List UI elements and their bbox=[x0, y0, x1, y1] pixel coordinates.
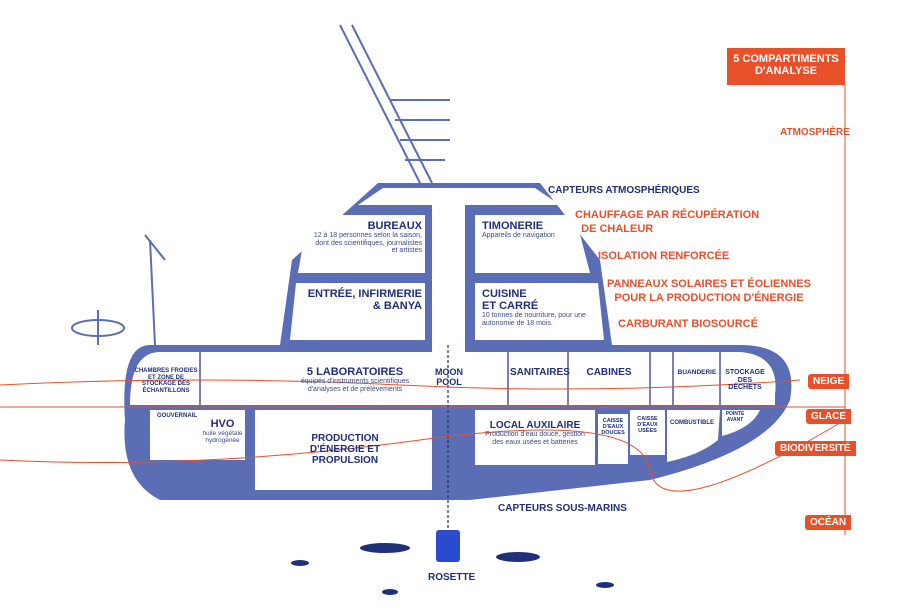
compartment-ocean: OCÉAN bbox=[805, 515, 852, 530]
biofuel-label: CARBURANT BIOSOURCÉ bbox=[618, 318, 758, 330]
rosette-label: ROSETTE bbox=[428, 572, 476, 583]
room-moonpool: MOON POOL bbox=[435, 367, 463, 387]
room-title: BUREAUX bbox=[367, 220, 422, 232]
room-desc: huile végétale hydrogénée bbox=[202, 430, 243, 445]
room-combustible: COMBUSTIBLE bbox=[670, 420, 714, 426]
solar-line1: PANNEAUX SOLAIRES ET ÉOLIENNES bbox=[607, 278, 811, 290]
room-title: LOCAL AUXILAIRE bbox=[489, 420, 581, 431]
room-douces: CAISSE D'EAUX DOUCES bbox=[601, 418, 625, 437]
room-desc: 12 à 18 personnes selon la saison, dont … bbox=[313, 232, 422, 255]
room-desc: Appareils de navigation bbox=[482, 232, 555, 240]
room-desc: 10 tonnes de nourriture, pour une autono… bbox=[482, 312, 586, 327]
compartment-atmosphere: ATMOSPHÈRE bbox=[780, 127, 850, 138]
room-usees: CAISSE D'EAUX USÉES bbox=[637, 416, 658, 435]
room-desc: équipés d'instruments scientifiques d'an… bbox=[300, 378, 410, 393]
sensors-sub-label: CAPTEURS SOUS-MARINS bbox=[498, 503, 627, 514]
insulation-label: ISOLATION RENFORCÉE bbox=[598, 250, 730, 262]
room-chambres: CHAMBRES FROIDES ET ZONE DE STOCKAGE DES… bbox=[134, 368, 198, 394]
heat-line2: DE CHALEUR bbox=[581, 222, 654, 235]
solar-line2: POUR LA PRODUCTION D'ÉNERGIE bbox=[614, 291, 804, 304]
rosette-icon bbox=[436, 530, 460, 562]
room-pointe: POINTE AVANT bbox=[725, 411, 745, 423]
mast-icon bbox=[71, 24, 450, 346]
room-production: PRODUCTION D'ÉNERGIE ET PROPULSION bbox=[309, 433, 381, 466]
room-buanderie: BUANDERIE bbox=[677, 369, 717, 376]
room-title: CUISINE ET CARRÉ bbox=[482, 288, 539, 313]
title-line1: 5 COMPARTIMENTS bbox=[733, 53, 839, 65]
room-dechets: STOCKAGE DES DÉCHETS bbox=[725, 369, 765, 392]
room-sanitaires: SANITAIRES bbox=[510, 367, 570, 378]
heat-line1: CHAUFFAGE PAR RÉCUPÉRATION bbox=[575, 209, 760, 221]
compartment-biodiversite: BIODIVERSITÉ bbox=[775, 441, 856, 456]
compartment-neige: NEIGE bbox=[808, 374, 850, 389]
room-gouvernail: GOUVERNAIL bbox=[156, 413, 197, 419]
title-line2: D'ANALYSE bbox=[754, 65, 818, 78]
room-title: TIMONERIE bbox=[482, 220, 544, 232]
room-entree: ENTRÉE, INFIRMERIE & BANYA bbox=[307, 288, 422, 313]
room-title: HVO bbox=[210, 418, 235, 430]
room-desc: Production d'eau douce, gestion des eaux… bbox=[485, 431, 585, 446]
room-title: 5 LABORATOIRES bbox=[306, 366, 404, 378]
heat-recovery-label: CHAUFFAGE PAR RÉCUPÉRATION DE CHALEUR bbox=[575, 209, 759, 237]
sensors-atmo-label: CAPTEURS ATMOSPHÉRIQUES bbox=[548, 185, 700, 196]
diver-icon bbox=[291, 543, 614, 595]
compartment-glace: GLACE bbox=[806, 409, 851, 424]
room-cabines: CABINES bbox=[586, 367, 632, 378]
